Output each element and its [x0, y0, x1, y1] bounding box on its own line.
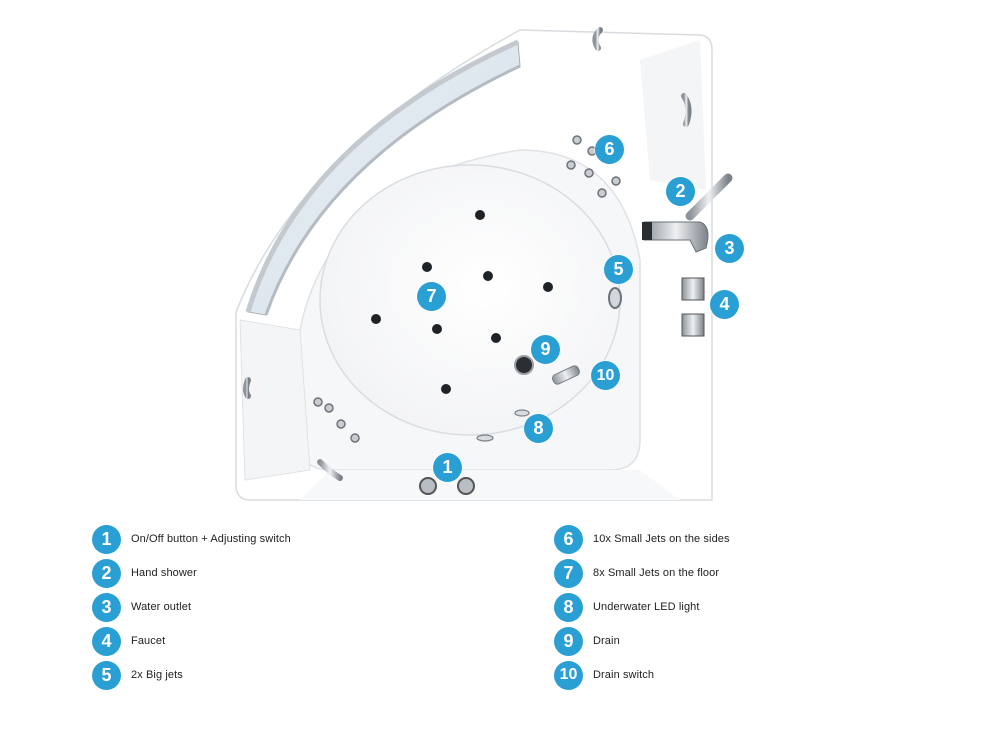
- callout-badge-8: 8: [524, 414, 553, 443]
- hand-shower: [685, 173, 733, 221]
- legend-badge: 5: [92, 660, 121, 690]
- callout-badge-7: 7: [417, 282, 446, 311]
- legend-label: Drain switch: [593, 669, 655, 681]
- callout-badge-4: 4: [710, 290, 739, 319]
- bathtub-illustration: 1 2 3 4 5 6 7 8 9 10: [235, 27, 744, 501]
- callout-badge-3: 3: [715, 234, 744, 263]
- side-jets-bottom: [313, 397, 360, 443]
- legend-item-8: 8 Underwater LED light: [554, 592, 700, 622]
- callout-badge-10: 10: [591, 361, 620, 390]
- legend-item-4: 4 Faucet: [92, 626, 165, 656]
- legend-badge: 8: [554, 592, 583, 622]
- legend-label: Water outlet: [131, 601, 192, 613]
- legend-badge: 1: [92, 524, 121, 554]
- callout-badge-6: 6: [595, 135, 624, 164]
- legend-item-2: 2 Hand shower: [92, 558, 197, 588]
- legend-badge: 7: [554, 558, 583, 588]
- floor-jets: [371, 210, 553, 394]
- legend-label: On/Off button + Adjusting switch: [131, 533, 291, 545]
- legend-label: 10x Small Jets on the sides: [593, 533, 730, 545]
- legend-badge: 9: [554, 626, 583, 656]
- legend-item-3: 3 Water outlet: [92, 592, 191, 622]
- faucet-knob-1: [681, 277, 705, 301]
- legend-label: 2x Big jets: [131, 669, 183, 681]
- drain: [514, 355, 534, 375]
- legend-badge: 6: [554, 524, 583, 554]
- legend-badge: 10: [554, 660, 583, 690]
- legend-item-9: 9 Drain: [554, 626, 620, 656]
- basin: [319, 164, 621, 436]
- legend-badge: 2: [92, 558, 121, 588]
- legend-label: Underwater LED light: [593, 601, 700, 613]
- callout-badge-2: 2: [666, 177, 695, 206]
- side-jets-top: [566, 135, 621, 198]
- onoff-button-2: [457, 477, 475, 495]
- callout-badge-9: 9: [531, 335, 560, 364]
- legend-label: Faucet: [131, 635, 166, 647]
- bathtub-drawing: [235, 27, 733, 501]
- legend-item-5: 5 2x Big jets: [92, 660, 183, 690]
- callout-badge-1: 1: [433, 453, 462, 482]
- legend-label: Drain: [593, 635, 620, 647]
- legend-item-10: 10 Drain switch: [554, 660, 654, 690]
- legend-label: 8x Small Jets on the floor: [593, 567, 720, 579]
- legend-item-6: 6 10x Small Jets on the sides: [554, 524, 730, 554]
- water-outlet: [643, 221, 709, 253]
- legend-label: Hand shower: [131, 567, 197, 579]
- legend-badge: 4: [92, 626, 121, 656]
- legend-badge: 3: [92, 592, 121, 622]
- big-jet: [608, 287, 622, 309]
- faucet-knob-2: [681, 313, 705, 337]
- callout-badge-5: 5: [604, 255, 633, 284]
- legend-item-1: 1 On/Off button + Adjusting switch: [92, 524, 291, 554]
- legend-item-7: 7 8x Small Jets on the floor: [554, 558, 719, 588]
- onoff-button-1: [419, 477, 437, 495]
